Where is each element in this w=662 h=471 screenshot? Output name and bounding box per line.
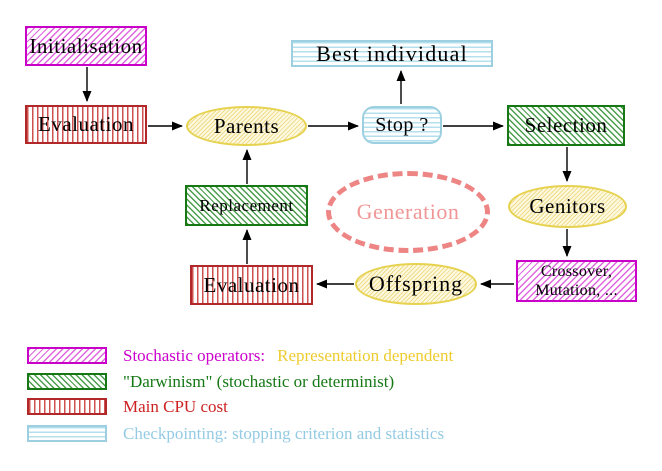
legend-label-darwinism: "Darwinism" (stochastic or determinist) bbox=[123, 372, 395, 391]
node-initialisation: Initialisation bbox=[25, 26, 147, 66]
crossover-line1: Crossover, bbox=[540, 262, 613, 280]
node-selection: Selection bbox=[507, 105, 625, 146]
legend-label-checkpointing: Checkpointing: stopping criterion and st… bbox=[123, 424, 445, 443]
node-crossover-mutation: Crossover, Mutation, ... bbox=[516, 260, 637, 302]
legend-swatch-checkpointing bbox=[27, 425, 107, 442]
node-generation-loop: Generation bbox=[326, 171, 490, 253]
node-evaluation-top: Evaluation bbox=[25, 105, 147, 144]
legend-representation-text: Representation dependent bbox=[277, 346, 454, 365]
node-evaluation-bottom: Evaluation bbox=[190, 265, 313, 305]
node-stop-test: Stop ? bbox=[362, 106, 442, 144]
node-best-individual: Best individual bbox=[291, 40, 493, 67]
node-parents: Parents bbox=[186, 106, 307, 146]
node-offspring: Offspring bbox=[355, 263, 477, 305]
crossover-line2: Mutation, ... bbox=[535, 282, 618, 299]
legend-label-stochastic: Stochastic operators: Representation depe… bbox=[123, 346, 453, 366]
legend-label-cpu-cost: Main CPU cost bbox=[123, 397, 228, 416]
legend-swatch-darwinism bbox=[27, 373, 107, 390]
legend-swatch-cpu-cost bbox=[27, 398, 107, 415]
node-replacement: Replacement bbox=[185, 185, 308, 226]
legend-swatch-stochastic bbox=[27, 347, 107, 364]
node-genitors: Genitors bbox=[508, 185, 627, 228]
legend-stochastic-text: Stochastic operators: bbox=[123, 346, 266, 365]
